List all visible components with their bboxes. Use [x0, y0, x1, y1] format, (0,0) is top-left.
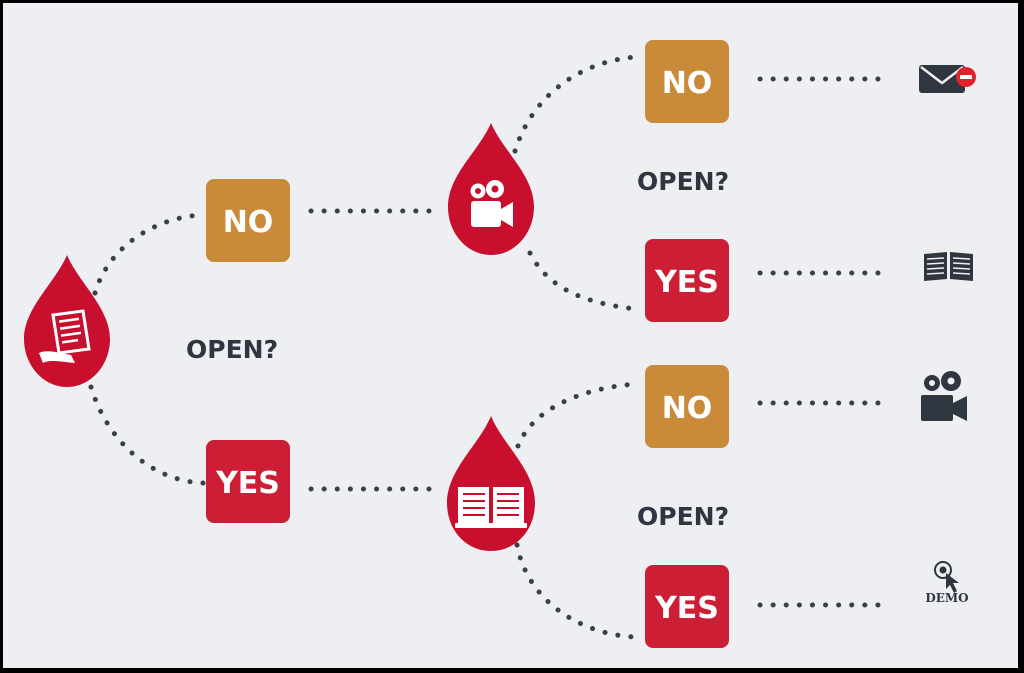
- lower-node: [447, 416, 535, 551]
- demo-label: DEMO: [925, 591, 968, 605]
- upper-node: [448, 123, 534, 255]
- question-lower: OPEN?: [637, 502, 729, 531]
- connector-book-to-yes: [514, 542, 639, 640]
- decision-tree-canvas: NO YES NO YES NO YES OPEN? OPEN? OPEN?: [3, 3, 1018, 668]
- lower-no-label: NO: [662, 391, 713, 426]
- video-camera-icon: [921, 371, 967, 421]
- letter-icon: [39, 309, 91, 363]
- start-node: [24, 255, 110, 387]
- connector-start-to-yes: [88, 384, 206, 486]
- video-camera-icon: [470, 180, 513, 227]
- envelope-remove-icon: [919, 65, 976, 93]
- first-no-box: NO: [206, 179, 290, 262]
- decision-tree-diagram: NO YES NO YES NO YES OPEN? OPEN? OPEN?: [24, 40, 976, 648]
- open-book-icon: [455, 487, 527, 528]
- book-icon: [924, 252, 973, 281]
- upper-no-box: NO: [645, 40, 729, 123]
- connector-start-to-no: [92, 212, 204, 296]
- connector-camera-to-yes: [527, 250, 639, 312]
- question-upper: OPEN?: [637, 167, 729, 196]
- lower-drop: [447, 416, 535, 551]
- first-no-label: NO: [223, 205, 274, 240]
- connector-book-to-no: [515, 381, 639, 449]
- upper-yes-box: YES: [645, 239, 729, 322]
- first-yes-label: YES: [215, 466, 280, 501]
- upper-no-label: NO: [662, 66, 713, 101]
- first-yes-box: YES: [206, 440, 290, 523]
- lower-yes-box: YES: [645, 565, 729, 648]
- upper-yes-label: YES: [654, 265, 719, 300]
- lower-no-box: NO: [645, 365, 729, 448]
- question-first: OPEN?: [186, 335, 278, 364]
- lower-yes-label: YES: [654, 591, 719, 626]
- connectors: [88, 54, 886, 640]
- demo-click-icon: DEMO: [925, 561, 969, 605]
- connector-camera-to-no: [512, 54, 639, 154]
